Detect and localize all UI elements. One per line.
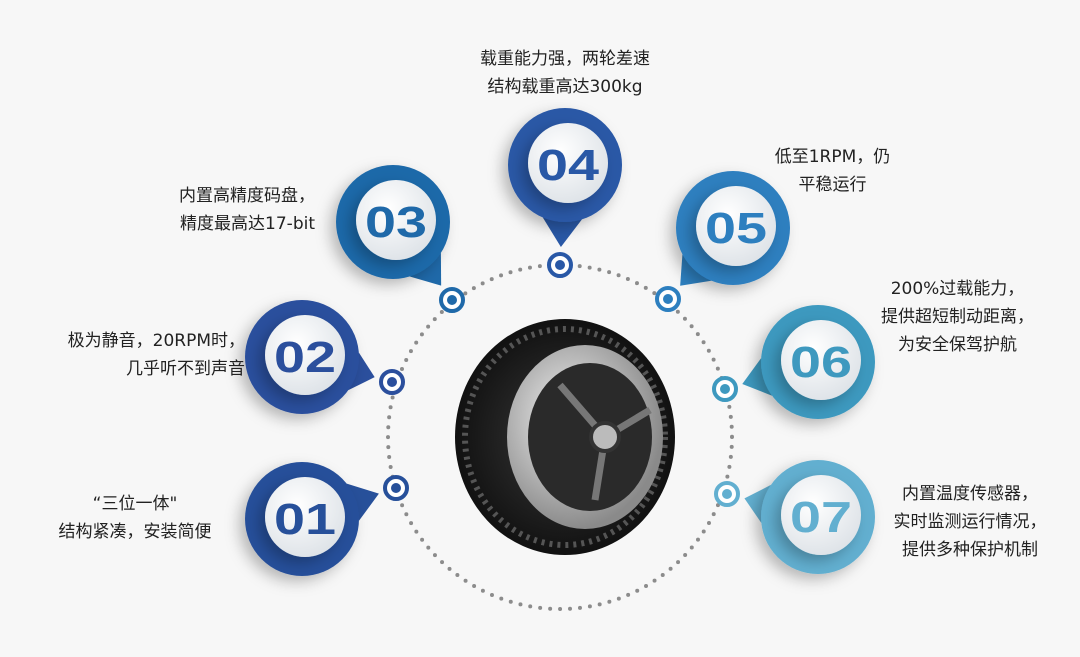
feature-bubble-02: 02 <box>245 300 375 414</box>
feature-description-01: “三位一体" 结构紧凑，安装简便 <box>40 490 230 546</box>
feature-number: 01 <box>274 495 336 544</box>
feature-description-05: 低至1RPM，仍平稳运行 <box>755 143 910 199</box>
bubble-tail <box>348 352 375 391</box>
bubble-face <box>528 123 608 203</box>
feature-number: 06 <box>790 338 852 387</box>
description-line: 提供多种保护机制 <box>902 540 1038 560</box>
description-line: 内置高精度码盘， <box>179 186 315 206</box>
feature-bubble-05: 05 <box>676 171 790 286</box>
bubble-face <box>265 315 345 395</box>
feature-bubble-07: 07 <box>744 460 875 574</box>
feature-number: 03 <box>365 198 427 247</box>
bubble-tail <box>744 484 771 523</box>
bubble-face <box>696 186 776 266</box>
description-line: 结构紧凑，安装简便 <box>58 522 212 542</box>
ring-marker-icon <box>712 376 738 402</box>
bubble-tail <box>742 358 773 396</box>
bubble-face <box>356 180 436 260</box>
feature-description-02: 极为静音，20RPM时， 几乎听不到声音 <box>20 327 245 383</box>
ring-marker-icon <box>379 369 405 395</box>
ring-marker-icon <box>383 475 409 501</box>
description-line: 为安全保驾护航 <box>898 335 1017 355</box>
description-line: 实时监测运行情况， <box>893 512 1047 532</box>
bubble-face <box>781 320 861 400</box>
feature-description-03: 内置高精度码盘， 精度最高达17-bit <box>120 182 315 238</box>
bubble-face <box>265 477 345 557</box>
feature-description-07: 内置温度传感器， 实时监测运行情况， 提供多种保护机制 <box>870 480 1070 564</box>
feature-bubble-06: 06 <box>742 305 875 419</box>
wheel-image <box>455 319 675 555</box>
description-line: 结构载重高达300kg <box>487 77 643 97</box>
ring-marker-icon <box>439 287 465 313</box>
ring-marker-icon <box>714 481 740 507</box>
feature-bubble-04: 04 <box>508 108 622 248</box>
description-line: 内置温度传感器， <box>902 484 1038 504</box>
feature-number: 05 <box>705 204 767 253</box>
feature-description-04: 载重能力强，两轮差速结构载重高达300kg <box>440 45 690 101</box>
description-line: “三位一体" <box>92 494 178 514</box>
description-line: 平稳运行 <box>798 175 867 195</box>
feature-number: 04 <box>537 141 600 190</box>
description-line: 提供超短制动距离， <box>881 307 1034 327</box>
description-line: 精度最高达17-bit <box>180 214 315 234</box>
bubble-face <box>781 475 861 555</box>
description-line: 极为静音，20RPM时， <box>67 331 245 351</box>
feature-number: 07 <box>790 493 852 542</box>
description-line: 低至1RPM，仍 <box>774 147 891 167</box>
feature-bubble-03: 03 <box>336 165 450 286</box>
bubble-tail <box>346 483 379 521</box>
ring-marker-icon <box>655 286 681 312</box>
feature-number: 02 <box>274 333 336 382</box>
description-line: 200%过载能力， <box>890 279 1025 299</box>
feature-bubble-01: 01 <box>245 462 379 576</box>
description-line: 几乎听不到声音 <box>126 359 245 379</box>
feature-description-06: 200%过载能力， 提供超短制动距离， 为安全保驾护航 <box>850 275 1065 359</box>
description-line: 载重能力强，两轮差速 <box>480 49 650 69</box>
ring-marker-icon <box>547 252 573 278</box>
bubble-tail <box>542 217 582 248</box>
